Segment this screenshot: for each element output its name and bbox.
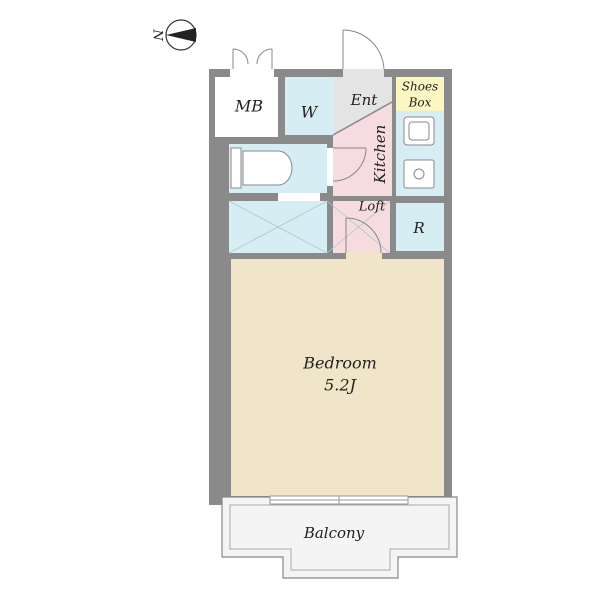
- entrance-step: [332, 101, 393, 136]
- balcony-window: [269, 495, 409, 505]
- meter-box-opening: [230, 69, 274, 77]
- kitchen-floor: [333, 102, 392, 196]
- meter-box-label: MB: [234, 97, 263, 116]
- washer-space: [285, 77, 333, 135]
- meter-box-doors: [232, 48, 273, 71]
- entrance-opening: [343, 69, 384, 77]
- washer-label: W: [301, 103, 319, 122]
- bath-door: [278, 193, 320, 201]
- fridge-label: R: [412, 219, 424, 237]
- compass-north-label: N: [150, 28, 165, 41]
- bedroom-size-label: 5.2J: [324, 376, 357, 395]
- hall-door: [345, 217, 382, 254]
- shoes-box-label-line1: Shoes: [402, 80, 438, 94]
- balcony-label: Balcony: [303, 524, 365, 542]
- compass: N: [150, 19, 197, 51]
- entrance-floor: [333, 77, 392, 135]
- bedroom-floor: [231, 259, 444, 496]
- kitchen-label: Kitchen: [371, 125, 389, 185]
- shoes-box-label-line2: Box: [408, 96, 432, 110]
- compass-needle-icon: [166, 28, 196, 42]
- sink-icon: [403, 116, 435, 146]
- entrance-label: Ent: [350, 91, 379, 109]
- loft-label: Loft: [358, 200, 386, 215]
- bedroom-label: Bedroom: [302, 354, 377, 373]
- toilet-icon: [230, 147, 293, 189]
- meter-box-room: [215, 77, 278, 137]
- entrance-door: [342, 29, 385, 72]
- balcony: [221, 496, 458, 579]
- toilet-door: [327, 147, 367, 186]
- bath-diagonals: [228, 200, 391, 254]
- fridge-space: [396, 203, 444, 251]
- bedroom-door-opening: [346, 251, 382, 259]
- stove-icon: [403, 159, 435, 189]
- shoes-box-area: [396, 77, 444, 111]
